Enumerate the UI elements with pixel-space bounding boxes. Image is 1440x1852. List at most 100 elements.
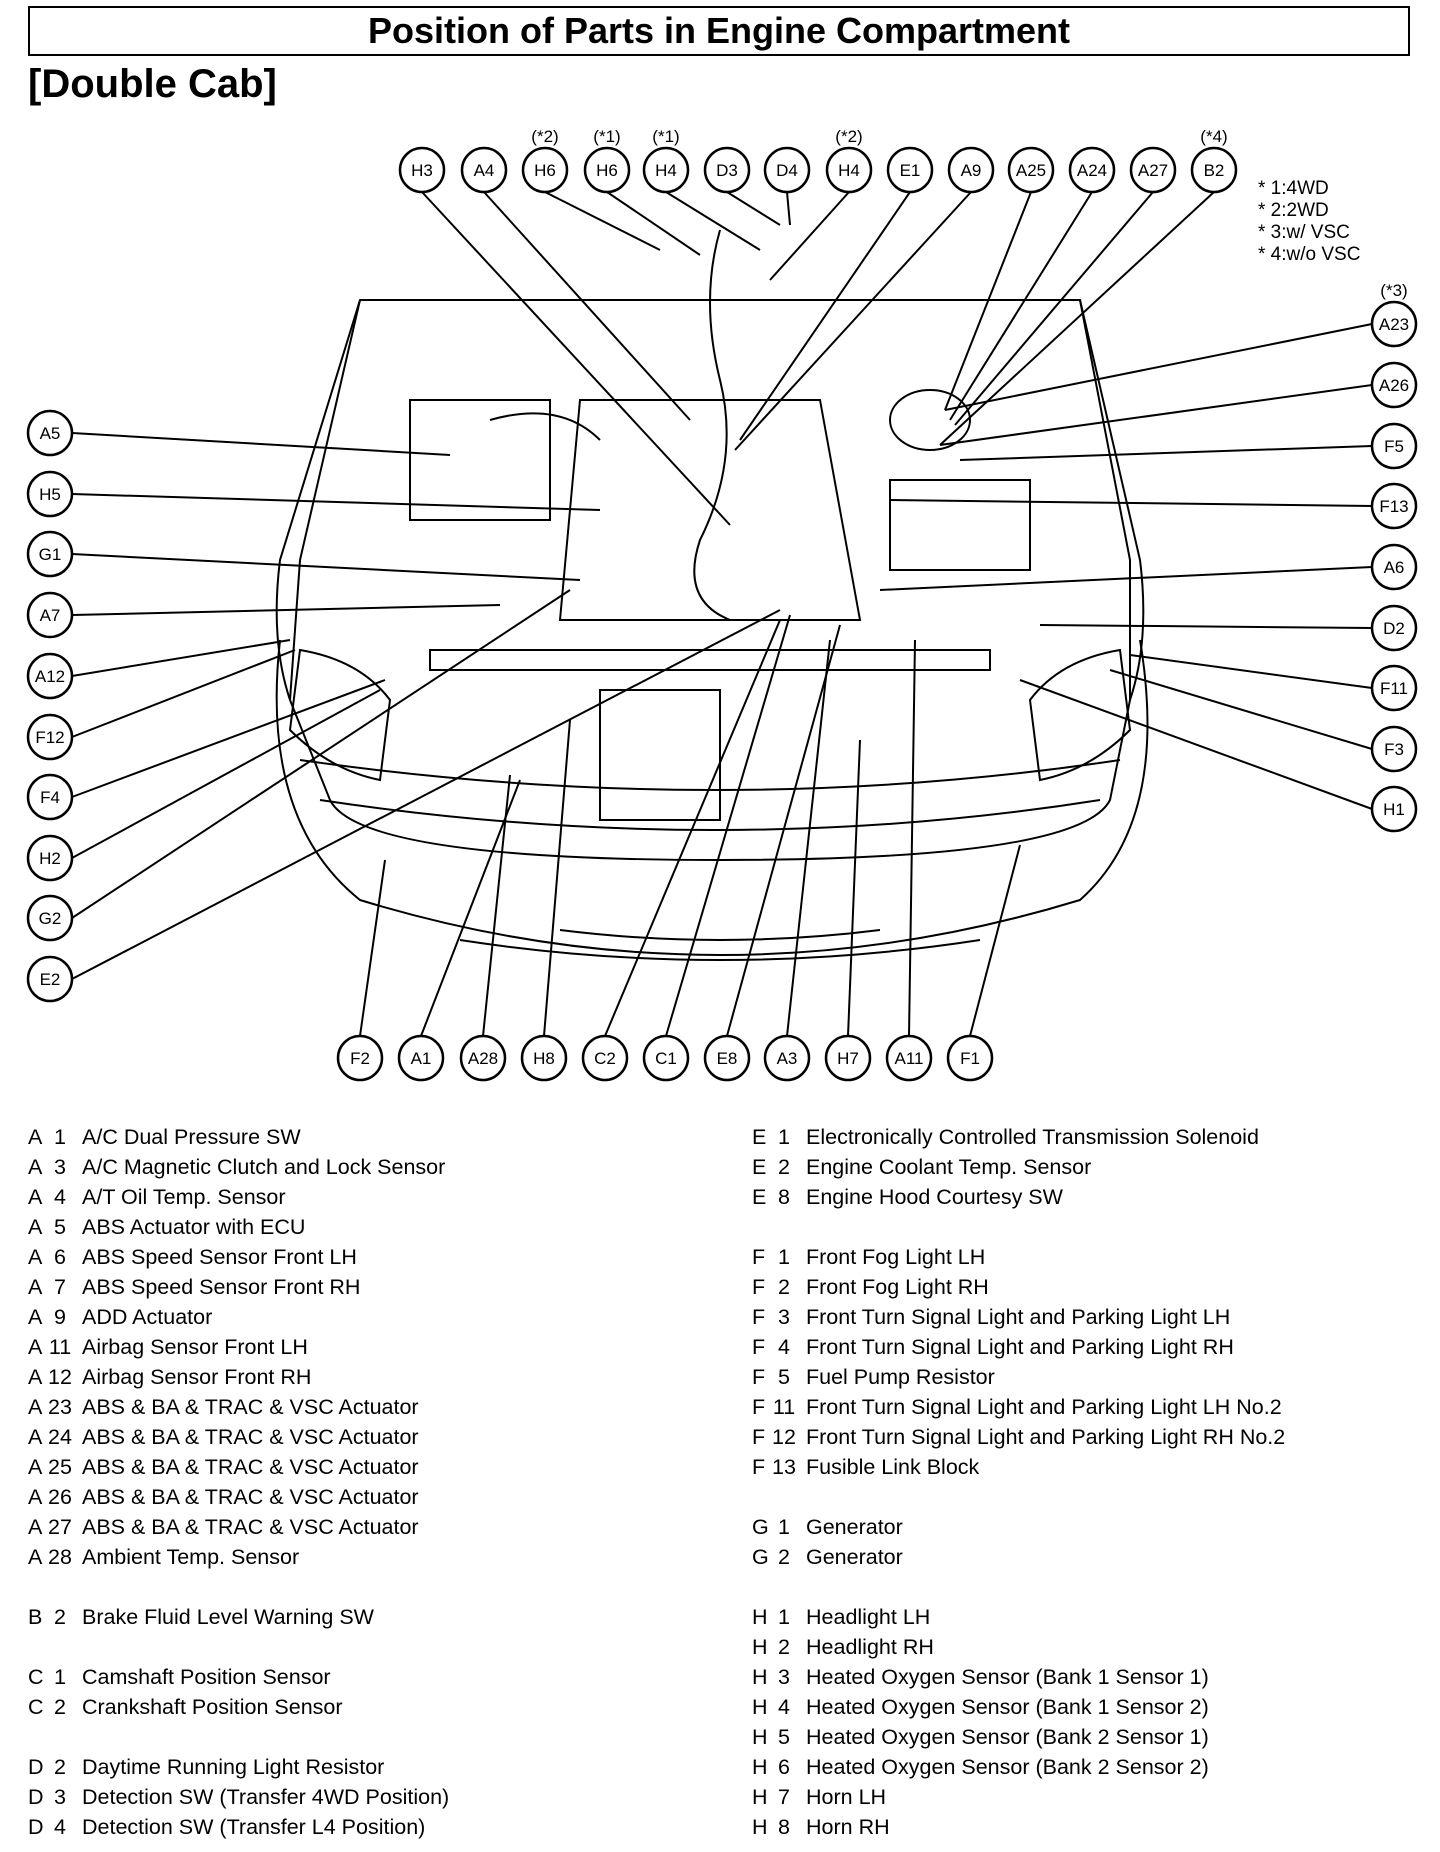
legend-number: 1	[54, 1124, 66, 1149]
callout-circle	[642, 1034, 690, 1082]
air-filter-box	[409, 399, 551, 521]
legend-name: Heated Oxygen Sensor (Bank 1 Sensor 1)	[806, 1664, 1209, 1689]
legend-name: Front Turn Signal Light and Parking Ligh…	[806, 1424, 1286, 1449]
legend-letter: H	[752, 1724, 768, 1749]
callout-label: A11	[895, 1049, 924, 1068]
callout-d4: D4	[763, 146, 811, 194]
callout-label: E1	[900, 161, 921, 180]
callout-label: A26	[1379, 376, 1409, 395]
leader-line	[1109, 669, 1373, 750]
legend-number: 3	[54, 1784, 66, 1809]
callout-circle	[26, 894, 74, 942]
legend-name: Front Turn Signal Light and Parking Ligh…	[806, 1334, 1234, 1359]
legend-name: Generator	[806, 1514, 903, 1539]
legend-letter: F	[752, 1334, 766, 1359]
leader-line	[939, 191, 1215, 446]
callout-label: F1	[960, 1049, 980, 1068]
leader-line	[71, 639, 291, 677]
callout-circle	[26, 834, 74, 882]
legend-letter: F	[752, 1394, 766, 1419]
leader-line	[879, 566, 1373, 591]
legend-letter: H	[752, 1754, 768, 1779]
leader-line	[954, 191, 1154, 426]
callout-label: B2	[1204, 161, 1225, 180]
legend-gap	[28, 1572, 449, 1602]
legend-name: Headlight LH	[806, 1604, 931, 1629]
body-outline	[275, 299, 1145, 862]
legend-letter: A	[28, 1544, 43, 1569]
legend-number: 4	[54, 1184, 66, 1209]
legend-number: 3	[778, 1664, 790, 1689]
legend-letter: B	[28, 1604, 43, 1629]
legend-number: 11	[48, 1334, 72, 1359]
legend-letter: A	[28, 1214, 43, 1239]
legend-letter: F	[752, 1364, 766, 1389]
leader-line	[544, 191, 661, 251]
legend-letter: F	[752, 1424, 766, 1449]
page-subtitle: [Double Cab]	[28, 62, 277, 106]
note-line: * 1:4WD	[1258, 178, 1329, 199]
legend-letter: A	[28, 1244, 43, 1269]
callout-circle	[1007, 146, 1055, 194]
legend-letter: A	[28, 1274, 43, 1299]
callout-circle	[1370, 664, 1418, 712]
leader-line	[71, 432, 451, 456]
legend-letter: A	[28, 1394, 43, 1419]
callout-circle	[521, 146, 569, 194]
callout-circle	[583, 146, 631, 194]
callout-c2: C2	[581, 1034, 629, 1082]
callout-h2: H2	[26, 834, 74, 882]
legend-number: 8	[778, 1814, 790, 1839]
callout-circle	[520, 1034, 568, 1082]
legend-number: 5	[778, 1724, 790, 1749]
callout-label: A28	[468, 1049, 498, 1068]
legend-number: 12	[48, 1364, 72, 1389]
fender-right	[1079, 299, 1131, 700]
callout-circle	[26, 652, 74, 700]
note-line: * 2:2WD	[1258, 200, 1329, 221]
callout-a3: A3	[763, 1034, 811, 1082]
legend-letter: C	[28, 1664, 44, 1689]
engine-block	[558, 399, 862, 621]
legend-number: 8	[778, 1184, 790, 1209]
radiator	[599, 689, 721, 821]
callout-label: G2	[39, 909, 62, 928]
legend-letter: H	[752, 1784, 768, 1809]
legend-gap	[28, 1632, 449, 1662]
leader-line	[726, 191, 781, 226]
leader-line	[949, 191, 1093, 421]
callout-circle	[1370, 604, 1418, 652]
callout-h4: H4(*1)	[642, 127, 690, 194]
callout-circle	[26, 955, 74, 1003]
legend-letter: H	[752, 1604, 768, 1629]
page-title: Position of Parts in Engine Compartment	[367, 10, 1071, 51]
leader-line	[944, 191, 1032, 411]
legend-number: 3	[778, 1304, 790, 1329]
callout-label: D3	[716, 161, 738, 180]
leader-line	[908, 639, 916, 1037]
legend-number: 12	[772, 1424, 796, 1449]
leader-line	[739, 191, 911, 441]
legend-letter: D	[28, 1754, 44, 1779]
engine-harness	[693, 229, 731, 621]
callout-circle	[703, 146, 751, 194]
callout-label: A25	[1016, 161, 1046, 180]
